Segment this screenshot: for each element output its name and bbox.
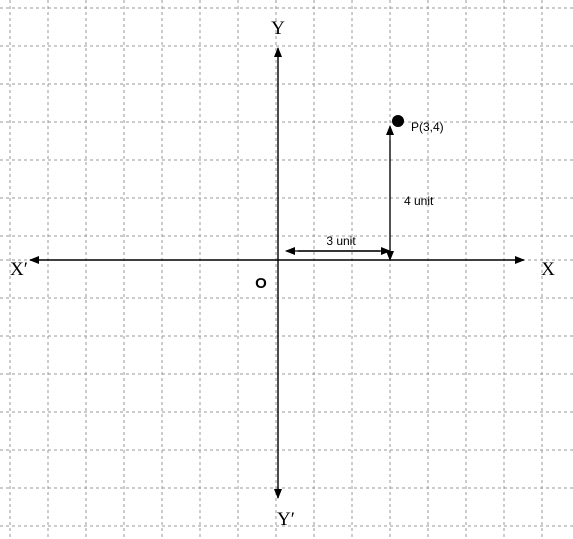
origin-label: O xyxy=(255,275,267,292)
point-p-label: P(3,4) xyxy=(411,120,444,134)
y-axis-positive-label: Y xyxy=(271,18,285,39)
x-axis-positive-label: X xyxy=(541,259,555,280)
x-axis-negative-label: X′ xyxy=(10,259,28,280)
horizontal-dimension-label: 3 unit xyxy=(326,234,356,248)
vertical-dimension-label: 4 unit xyxy=(404,194,434,208)
y-axis-negative-label: Y′ xyxy=(277,509,295,530)
point-p-dot xyxy=(392,115,404,127)
